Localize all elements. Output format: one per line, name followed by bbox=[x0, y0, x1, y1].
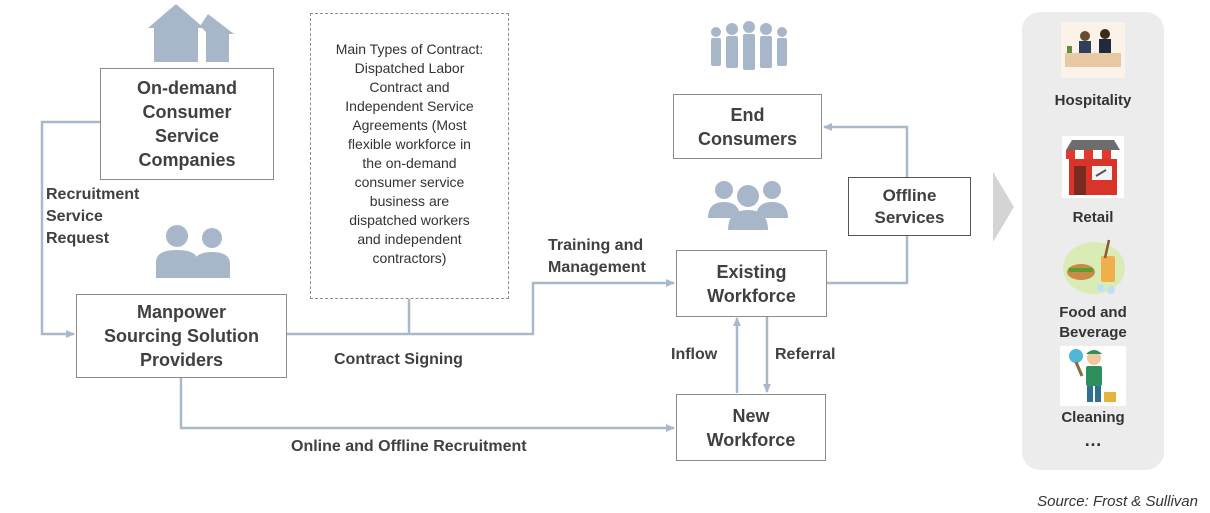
manpower-providers-box: Manpower Sourcing Solution Providers bbox=[76, 294, 287, 378]
contract-types-note: Main Types of Contract: Dispatched Labor… bbox=[310, 13, 509, 299]
inflow-label: Inflow bbox=[671, 346, 718, 363]
new-workforce-box: New Workforce bbox=[676, 394, 826, 461]
hospitality-icon bbox=[1061, 22, 1125, 78]
source-note: Source: Frost & Sullivan bbox=[1037, 493, 1198, 510]
crowd-icon bbox=[711, 21, 787, 70]
offline-services-box: Offline Services bbox=[848, 177, 971, 236]
recruitment-request-connector bbox=[40, 120, 100, 338]
cleaning-icon bbox=[1060, 346, 1126, 406]
house-icon bbox=[148, 4, 234, 62]
referral-label: Referral bbox=[775, 346, 836, 363]
people-icon bbox=[156, 225, 230, 278]
contract-signing-label: Contract Signing bbox=[334, 351, 463, 368]
retail-store-icon bbox=[1062, 136, 1124, 198]
training-management-label: Training and Management bbox=[548, 237, 646, 276]
on-demand-companies-box: On-demand Consumer Service Companies bbox=[100, 68, 274, 180]
online-recruitment-connector bbox=[179, 377, 675, 432]
industry-label: Food and Beverage bbox=[1059, 304, 1127, 341]
workforce-group-icon bbox=[708, 181, 788, 230]
online-offline-recruitment-label: Online and Offline Recruitment bbox=[291, 438, 527, 455]
food-beverage-icon bbox=[1063, 239, 1125, 294]
recruitment-request-label: Recruitment Service Request bbox=[46, 186, 140, 247]
end-consumers-box: End Consumers bbox=[673, 94, 822, 159]
more-industries-ellipsis: … bbox=[1084, 430, 1102, 450]
industry-label: Hospitality bbox=[1054, 92, 1132, 109]
existing-workforce-box: Existing Workforce bbox=[676, 250, 827, 317]
industry-label: Cleaning bbox=[1061, 409, 1125, 426]
chevron-arrow bbox=[993, 172, 1014, 242]
industry-label: Retail bbox=[1072, 209, 1114, 226]
